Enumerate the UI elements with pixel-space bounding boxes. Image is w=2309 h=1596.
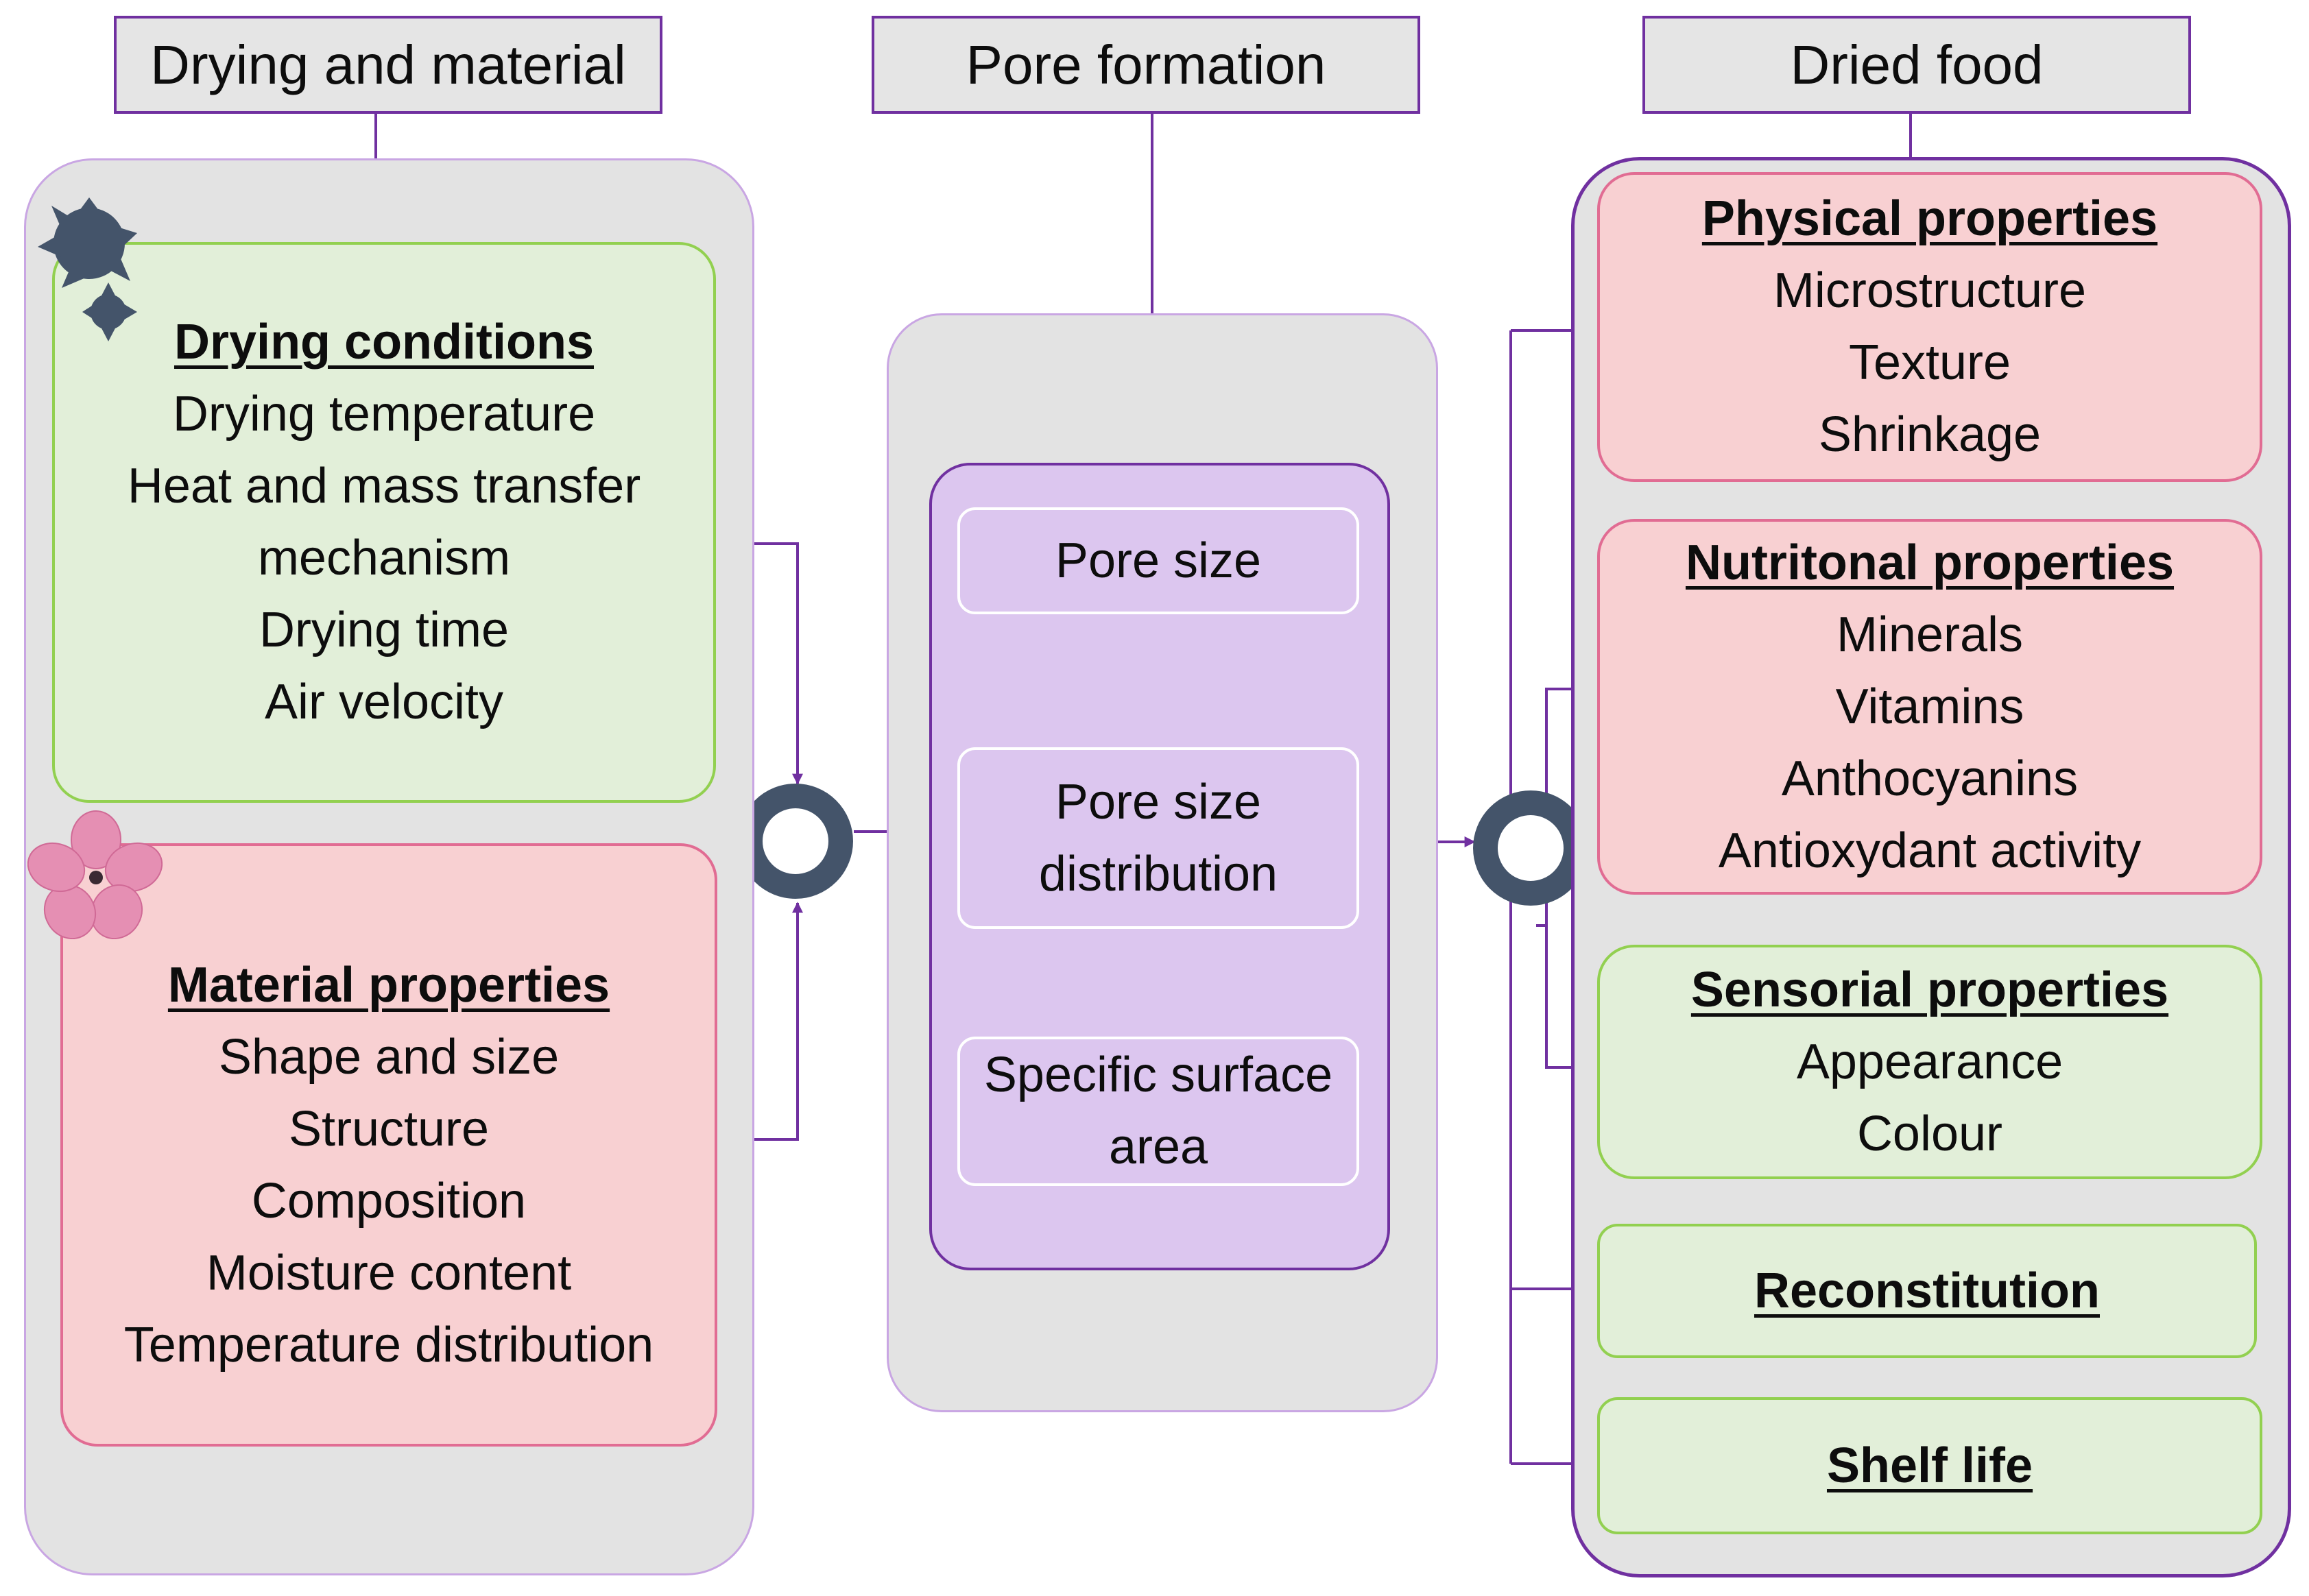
nutritional-properties-box: Nutritonal properties Minerals Vitamins … xyxy=(1597,519,2262,895)
material-properties-item: Moisture content xyxy=(206,1246,572,1301)
physical-properties-box: Physical properties Microstructure Textu… xyxy=(1597,172,2262,482)
shelf-life-box: Shelf life xyxy=(1597,1397,2262,1534)
specific-surface-area-line: Specific surface xyxy=(983,1048,1333,1102)
pore-size-distribution-line: Pore size xyxy=(1055,774,1262,830)
material-properties-item: Composition xyxy=(251,1174,527,1229)
nutritional-properties-item: Vitamins xyxy=(1835,679,2024,734)
nutritional-properties-title: Nutritonal properties xyxy=(1685,535,2175,590)
specific-surface-area-line: area xyxy=(1108,1120,1208,1174)
nutritional-properties-item: Antioxydant activity xyxy=(1718,823,2142,878)
pore-size-label: Pore size xyxy=(1055,533,1262,588)
pore-formation-box xyxy=(929,463,1390,1270)
material-properties-box: Material properties Shape and size Struc… xyxy=(60,843,717,1447)
header-pore-formation: Pore formation xyxy=(872,16,1420,114)
sensorial-properties-item: Colour xyxy=(1856,1106,2003,1161)
physical-properties-item: Shrinkage xyxy=(1818,407,2042,462)
drying-conditions-title: Drying conditions xyxy=(174,315,594,370)
header-pore-formation-label: Pore formation xyxy=(966,34,1326,95)
drying-conditions-item: Drying temperature xyxy=(172,387,596,442)
drying-conditions-box: Drying conditions Drying temperature Hea… xyxy=(52,242,716,803)
physical-properties-item: Microstructure xyxy=(1773,263,2087,318)
nutritional-properties-item: Minerals xyxy=(1836,607,2024,662)
sensorial-properties-item: Appearance xyxy=(1796,1034,2063,1089)
header-dried-food: Dried food xyxy=(1642,16,2191,114)
nutritional-properties-item: Anthocyanins xyxy=(1781,751,2079,806)
header-drying-and-material-label: Drying and material xyxy=(150,34,626,95)
drying-conditions-item: Drying time xyxy=(259,603,510,657)
sensorial-properties-box: Sensorial properties Appearance Colour xyxy=(1597,945,2262,1179)
drying-conditions-item: Air velocity xyxy=(264,675,504,729)
reconstitution-box: Reconstitution xyxy=(1597,1224,2257,1358)
pore-size-box: Pore size xyxy=(957,507,1359,614)
drying-conditions-item: Heat and mass transfer xyxy=(127,459,641,513)
specific-surface-area-box: Specific surface area xyxy=(957,1037,1359,1186)
header-dried-food-label: Dried food xyxy=(1790,34,2044,95)
shelf-life-title: Shelf life xyxy=(1826,1438,2033,1493)
material-properties-title: Material properties xyxy=(167,958,610,1013)
flower-icon xyxy=(27,810,163,939)
drying-conditions-item: mechanism xyxy=(257,531,511,585)
right-junction-ring xyxy=(1473,790,1588,906)
pore-size-distribution-box: Pore size distribution xyxy=(957,747,1359,929)
physical-properties-title: Physical properties xyxy=(1701,191,2158,246)
material-properties-item: Shape and size xyxy=(218,1030,560,1085)
sensorial-properties-title: Sensorial properties xyxy=(1690,962,2169,1017)
material-properties-item: Temperature distribution xyxy=(123,1318,654,1373)
pore-size-distribution-line: distribution xyxy=(1038,846,1278,902)
microorganism-icon xyxy=(38,197,137,341)
material-properties-item: Structure xyxy=(288,1102,490,1157)
physical-properties-item: Texture xyxy=(1848,335,2011,390)
left-junction-ring xyxy=(738,784,853,899)
reconstitution-title: Reconstitution xyxy=(1754,1263,2100,1318)
header-drying-and-material: Drying and material xyxy=(114,16,662,114)
